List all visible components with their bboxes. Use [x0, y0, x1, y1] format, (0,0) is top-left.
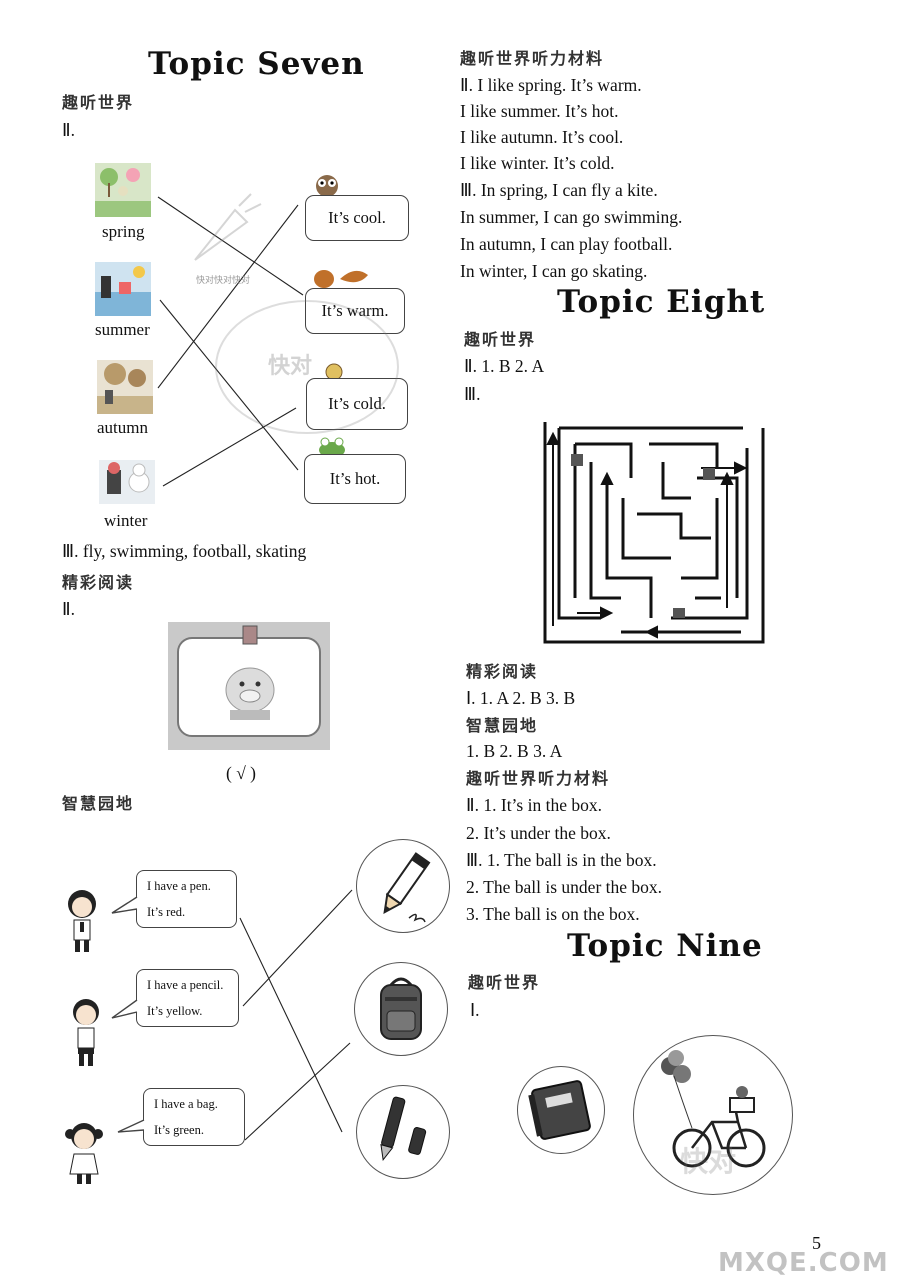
pencil-circle [356, 839, 450, 933]
watermark-brand-bottom: 快对 [680, 1145, 737, 1178]
topic-seven-title: Topic Seven [148, 46, 365, 82]
speech-bubble-2: I have a pencil. It’s yellow. [136, 969, 239, 1027]
bicycle-circle [633, 1035, 793, 1195]
season-label-autumn: autumn [97, 418, 148, 437]
materials-eight-line-5: 3. The ball is on the box. [466, 904, 640, 924]
autumn-picture [97, 360, 153, 414]
maze-diagram [541, 418, 767, 646]
girl-figure-2 [62, 1120, 106, 1188]
materials-seven-line-4: I like winter. It’s cold. [460, 153, 615, 173]
topic-eight-q2-answer: Ⅱ. 1. B 2. A [464, 356, 545, 376]
speech-1-line2: It’s red. [147, 905, 186, 919]
materials-eight-heading: 趣听世界听力材料 [466, 769, 611, 788]
materials-eight-line-4: 2. The ball is under the box. [466, 877, 663, 897]
summer-picture [95, 262, 151, 316]
bubble-hot: It’s hot. [304, 454, 406, 504]
topic-eight-title: Topic Eight [557, 284, 766, 320]
materials-eight-line-3: Ⅲ. 1. The ball is in the box. [466, 850, 657, 870]
season-label-spring: spring [102, 222, 145, 241]
topic-eight-reading-answer: Ⅰ. 1. A 2. B 3. B [466, 688, 576, 708]
boy-figure [66, 996, 106, 1068]
carrot-watermark-icon [185, 190, 265, 270]
pencil-icon [383, 852, 431, 923]
owl-icon [313, 170, 341, 198]
materials-seven-line-5: Ⅲ. In spring, I can fly a kite. [460, 180, 658, 200]
speech-bubble-1: I have a pen. It’s red. [136, 870, 237, 928]
topic-nine-title: Topic Nine [567, 928, 763, 964]
materials-seven-heading: 趣听世界听力材料 [460, 49, 605, 68]
pen-circle [356, 1085, 450, 1179]
spring-picture [95, 163, 151, 217]
bubble-cool: It’s cool. [305, 195, 409, 241]
topic-nine-q1-label: Ⅰ. [470, 1000, 480, 1020]
watermark-ring [215, 300, 399, 434]
bag-circle [354, 962, 448, 1056]
girl-figure-1 [62, 888, 102, 956]
topic-seven-q3-answer: Ⅲ. fly, swimming, football, skating [62, 541, 307, 561]
topic-seven-reading-q2-label: Ⅱ. [62, 599, 75, 619]
winter-picture [99, 460, 155, 504]
watermark-small-text: 快对快对快对 [196, 276, 251, 286]
watermark-brand: 快对 [268, 354, 313, 379]
notebook-icon [528, 1080, 591, 1140]
watermark-site: MXQE.COM [718, 1248, 889, 1278]
topic-eight-wisdom-answer: 1. B 2. B 3. A [466, 741, 563, 761]
materials-seven-line-6: In summer, I can go swimming. [460, 207, 683, 227]
bicycle-icon [661, 1050, 766, 1168]
topic-seven-listen-heading: 趣听世界 [62, 93, 135, 112]
materials-seven-line-1: Ⅱ. I like spring. It’s warm. [460, 75, 642, 95]
materials-eight-line-1: Ⅱ. 1. It’s in the box. [466, 795, 602, 815]
topic-eight-wisdom-heading: 智慧园地 [466, 716, 539, 735]
speech-1-line1: I have a pen. [147, 879, 211, 893]
fox-icon [310, 265, 370, 291]
speech-2-line1: I have a pencil. [147, 978, 224, 992]
materials-eight-line-2: 2. It’s under the box. [466, 823, 611, 843]
topic-eight-reading-heading: 精彩阅读 [466, 662, 539, 681]
topic-nine-listen-heading: 趣听世界 [468, 973, 541, 992]
materials-seven-line-8: In winter, I can go skating. [460, 261, 648, 281]
framed-pig-picture [168, 622, 330, 750]
season-label-summer: summer [95, 320, 150, 339]
pen-icon [380, 1096, 427, 1162]
speech-3-line1: I have a bag. [154, 1097, 218, 1111]
topic-eight-q3-label: Ⅲ. [464, 384, 481, 404]
topic-eight-listen-heading: 趣听世界 [464, 330, 537, 349]
speech-2-line2: It’s yellow. [147, 1004, 203, 1018]
materials-seven-line-2: I like summer. It’s hot. [460, 101, 619, 121]
backpack-icon [380, 977, 422, 1040]
topic-seven-reading-heading: 精彩阅读 [62, 573, 135, 592]
topic-seven-wisdom-heading: 智慧园地 [62, 794, 135, 813]
materials-seven-line-7: In autumn, I can play football. [460, 234, 673, 254]
notebook-circle [517, 1066, 605, 1154]
speech-bubble-3: I have a bag. It’s green. [143, 1088, 245, 1146]
reading-check-mark: ( √ ) [226, 763, 257, 783]
speech-3-line2: It’s green. [154, 1123, 204, 1137]
materials-seven-line-3: I like autumn. It’s cool. [460, 127, 624, 147]
page-number: 5 [812, 1233, 821, 1253]
season-label-winter: winter [104, 511, 148, 530]
topic-seven-q2-label: Ⅱ. [62, 120, 75, 140]
